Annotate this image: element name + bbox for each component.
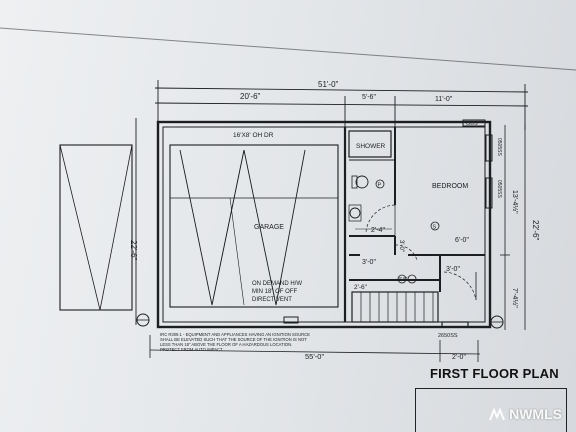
water-heater-note-3: DIRECT VENT xyxy=(252,297,292,303)
exterior-walls xyxy=(156,120,492,329)
water-heater-note-1: ON DEMAND H/W xyxy=(252,281,302,287)
dim-overall-top: 51'-0" xyxy=(318,80,339,89)
exterior-parking-outline xyxy=(59,144,133,311)
dim-hall-3-0-right: 3'-0" xyxy=(446,266,460,273)
code-note-1: IRC R309.1 - EQUIPMENT AND APPLIANCES HA… xyxy=(160,332,310,337)
dim-hall-3-0-left: 3'-0" xyxy=(362,259,376,266)
window-right-label-1: 0505SS xyxy=(496,138,502,156)
car-outline-marks xyxy=(179,149,306,306)
water-heater-note-2: MIN 18" OF OFF xyxy=(252,289,297,295)
bottom-dimension-lines xyxy=(149,335,481,362)
shower-label: SHOWER xyxy=(356,143,386,150)
corner-marker-left xyxy=(136,313,150,327)
smoke-detector-p xyxy=(375,179,385,189)
sheet-edge-line xyxy=(0,27,576,71)
dim-garage-width: 20'-6" xyxy=(240,92,261,101)
dim-bottom-total: 55'-0" xyxy=(305,352,324,361)
smoke-detector-s xyxy=(430,221,440,231)
dim-left-depth: 22'-6" xyxy=(129,240,138,261)
smoke-p-label: P xyxy=(378,183,382,189)
dim-bedroom-6-0: 6'-0" xyxy=(455,237,469,244)
top-dimension-lines xyxy=(154,80,529,130)
interior-walls xyxy=(349,127,485,292)
toilet-fixture xyxy=(351,175,369,189)
water-heater-box xyxy=(283,316,299,324)
garage-door-label: 16'X8' OH DR xyxy=(233,132,274,139)
dim-lower-side: 7'-4½" xyxy=(511,288,519,308)
window-right-label-2: 0505SS xyxy=(496,180,502,198)
sc-detector-right xyxy=(407,274,417,284)
plan-title: FIRST FLOOR PLAN xyxy=(430,366,559,381)
nwmls-logo-icon xyxy=(489,407,505,421)
entry-threshold xyxy=(441,321,469,328)
code-note-3: LESS THAN 18" ABOVE THE FLOOR OF A HAZAR… xyxy=(160,342,292,347)
door-bottom-label: 2650SS xyxy=(438,333,458,339)
dim-right-depth: 22'-6" xyxy=(531,220,540,241)
bath-door-swing xyxy=(365,204,396,233)
dim-mid-width: 5'-6" xyxy=(362,94,376,101)
dim-bedroom-side: 13'-4½" xyxy=(511,190,519,214)
sc-detector-left xyxy=(397,274,407,284)
dim-bottom-right: 2'-0" xyxy=(452,354,466,361)
corner-marker-right xyxy=(490,315,504,329)
dim-stair-2-6: 2'-6" xyxy=(354,284,368,291)
garage-label: GARAGE xyxy=(254,224,284,231)
staircase xyxy=(351,291,439,323)
dim-bedroom-width: 11'-0" xyxy=(435,96,453,103)
bedroom-label: BEDROOM xyxy=(432,183,468,190)
entry-door-swing xyxy=(443,271,477,301)
sc-label: S/C xyxy=(399,277,408,283)
bedroom-door-swing xyxy=(394,244,418,261)
window-top-label: OBS xyxy=(466,121,478,127)
sink-fixture xyxy=(348,204,362,222)
watermark-text: NWMLS xyxy=(509,406,562,422)
right-dimension-lines xyxy=(500,125,526,330)
smoke-s-label: S xyxy=(433,225,437,231)
shower-stall xyxy=(348,130,392,158)
right-wall-windows xyxy=(462,119,493,209)
code-note-2: SHALL BE ELEVATED SUCH THAT THE SOURCE O… xyxy=(160,337,307,342)
code-note-4: PROTECT FROM AUTO IMPACT xyxy=(160,347,223,352)
title-block-frame xyxy=(415,388,567,432)
dim-hall-2-4: 2'-4" xyxy=(371,227,385,234)
garage-slab xyxy=(169,144,339,308)
dim-vertical-small: 3'-0" xyxy=(398,240,404,252)
